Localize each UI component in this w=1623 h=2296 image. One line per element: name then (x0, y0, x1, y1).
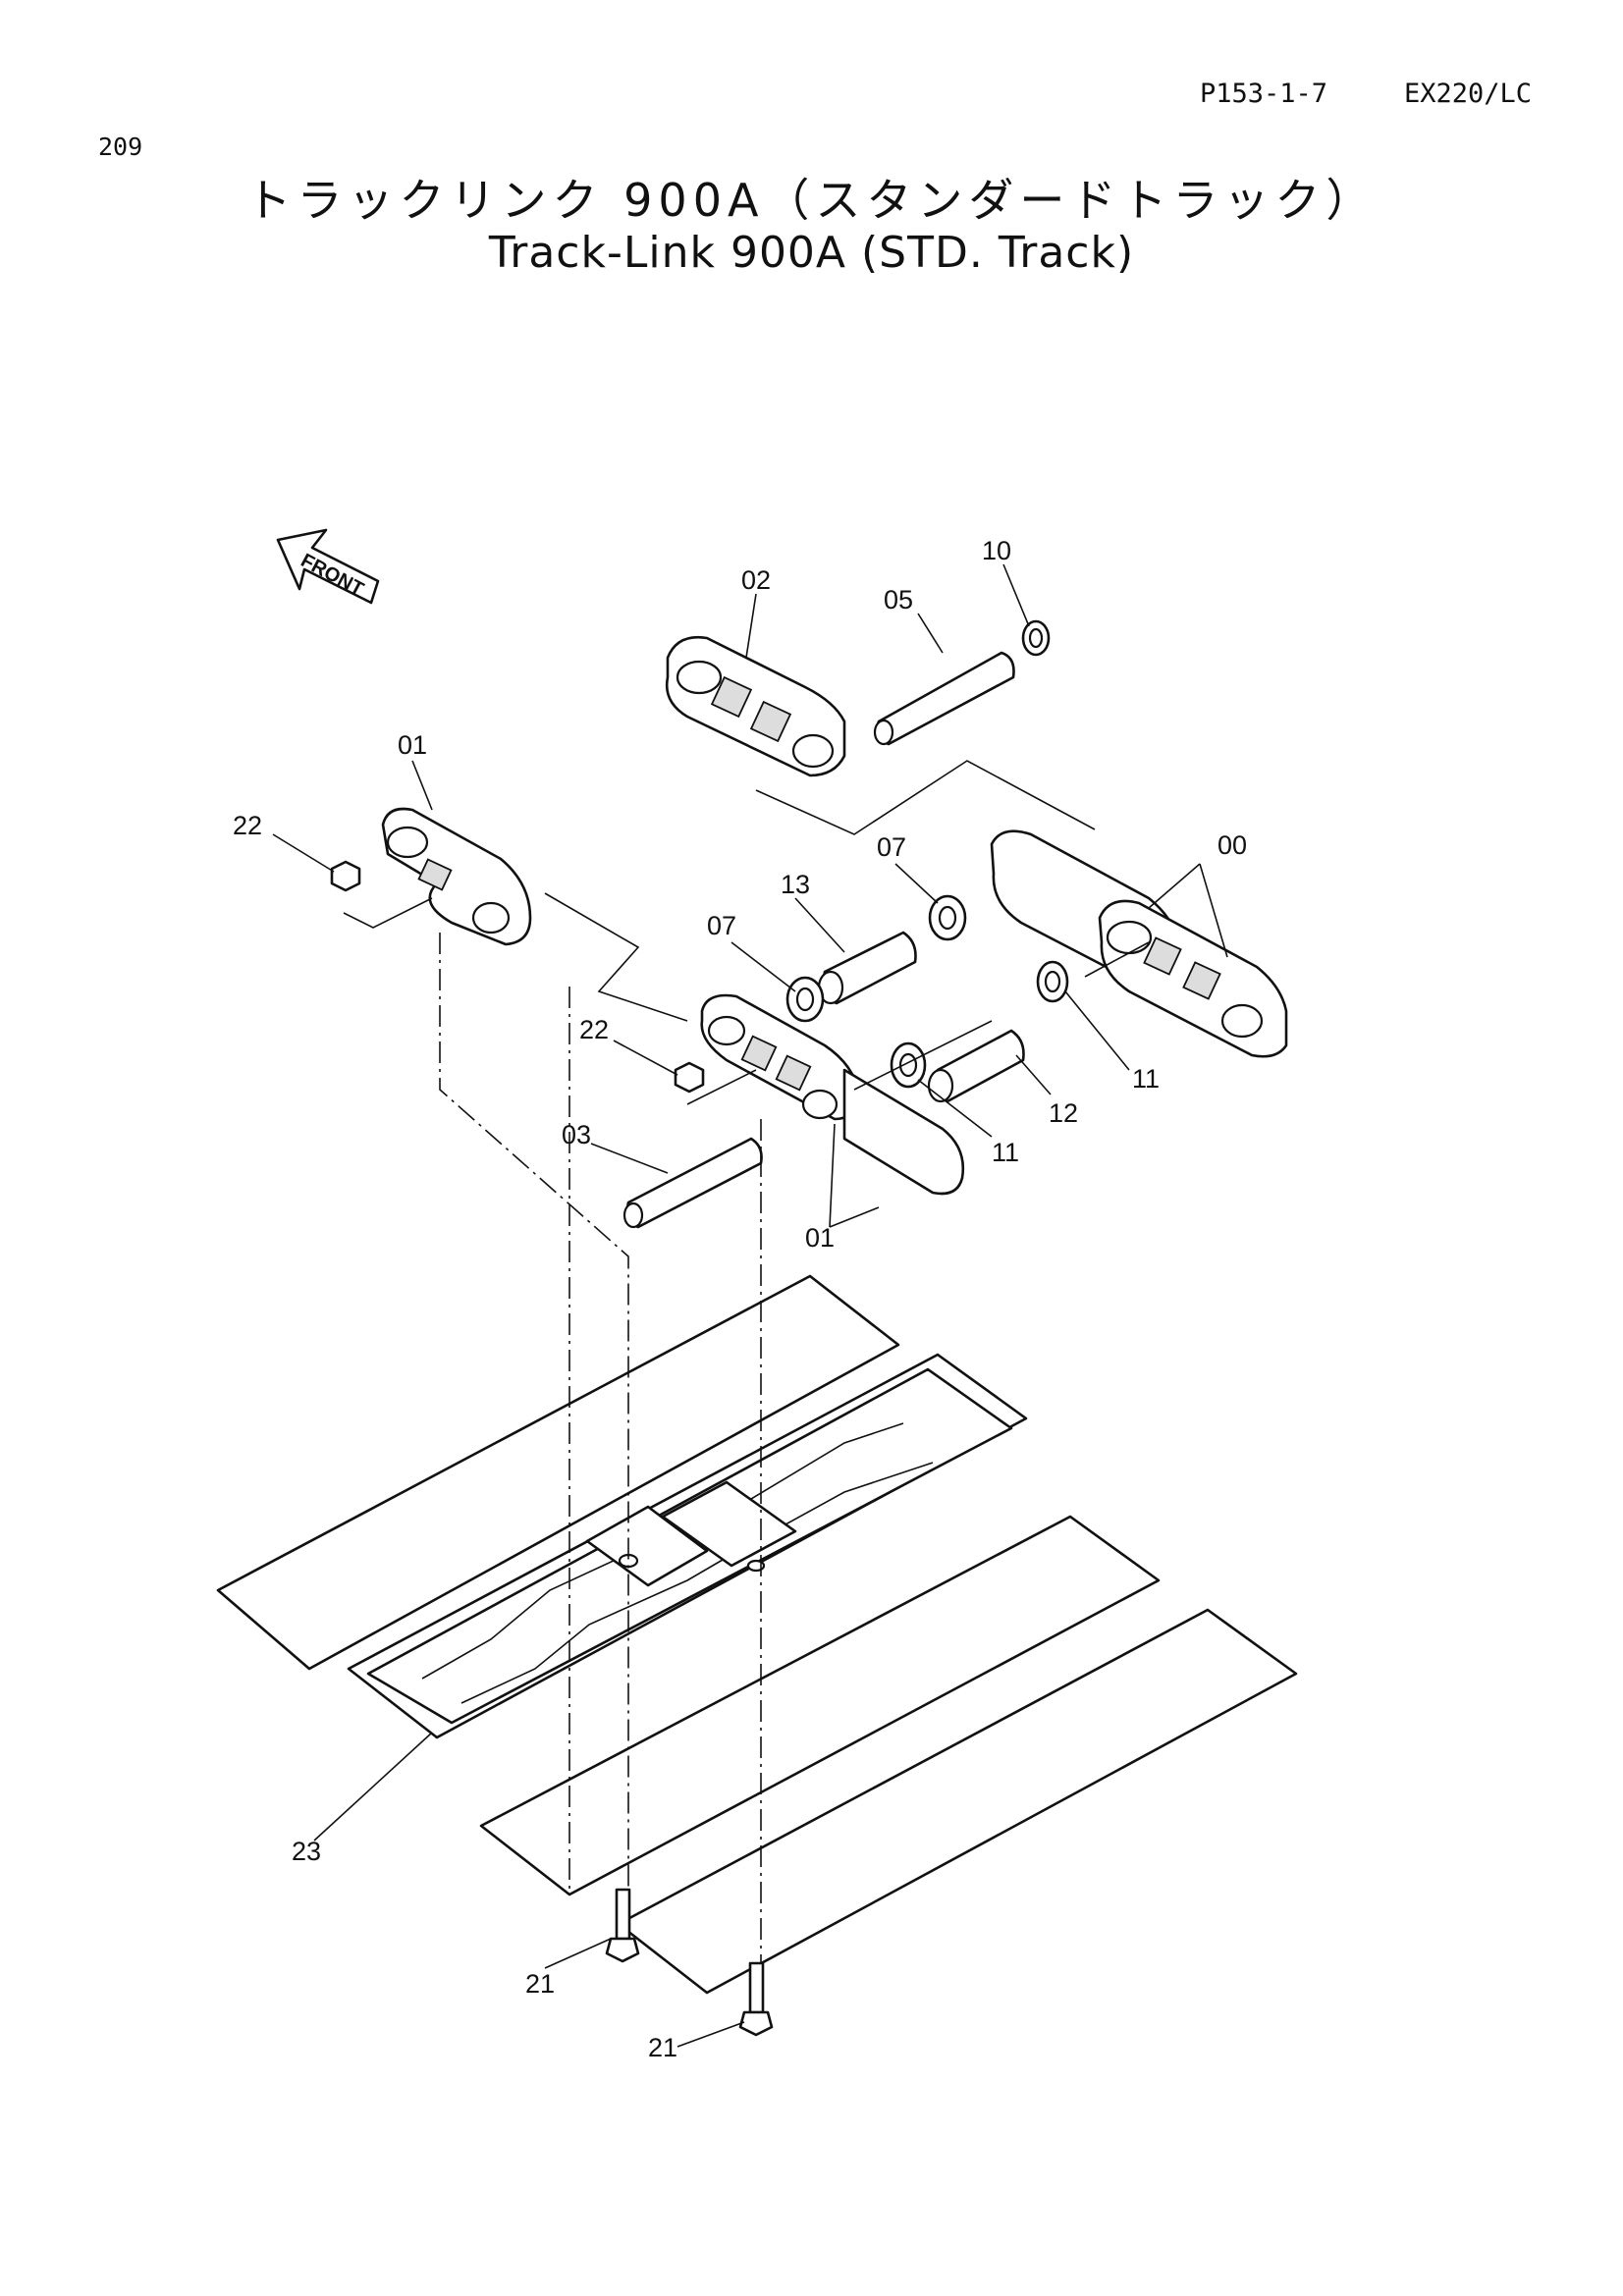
track-link-02 (665, 635, 846, 777)
callout-11-right: 11 (1132, 1064, 1160, 1094)
model-number: EX220/LC (1404, 79, 1533, 109)
track-shoes (216, 1274, 1298, 1995)
track-links-00 (990, 829, 1288, 1058)
seal-11-left (890, 1041, 927, 1089)
reference-code: P153-1-7 (1200, 79, 1328, 109)
seal-11-right (1036, 960, 1069, 1003)
snap-ring-10 (1021, 619, 1051, 657)
track-link-01-center (700, 993, 965, 1196)
bolt-21-left (605, 1888, 640, 1963)
seal-07-lower (785, 976, 825, 1023)
callout-03: 03 (562, 1120, 591, 1149)
callout-13: 13 (781, 870, 810, 899)
bushing-12 (927, 1029, 1025, 1103)
callout-11-left: 11 (992, 1138, 1019, 1167)
track-link-01-left (381, 807, 532, 946)
callout-05: 05 (884, 585, 913, 614)
callout-22-left: 22 (233, 811, 262, 840)
pin-03 (622, 1137, 763, 1229)
callout-22-center: 22 (579, 1015, 609, 1044)
callout-01-top: 01 (398, 730, 427, 760)
bolt-21-right (738, 1961, 774, 2037)
callout-00: 00 (1217, 830, 1247, 860)
callout-12: 12 (1049, 1098, 1078, 1128)
callout-10: 10 (982, 536, 1011, 565)
callout-23: 23 (292, 1837, 321, 1866)
callout-07-lower: 07 (707, 911, 736, 940)
bushing-13 (817, 931, 917, 1005)
nut-22-left (330, 860, 361, 892)
title-japanese: トラックリンク 900A（スタンダードトラック） (245, 174, 1378, 227)
callout-07-upper: 07 (877, 832, 906, 862)
page-number: 209 (98, 133, 143, 161)
front-arrow-icon: FRONT (276, 528, 380, 605)
title-english: Track-Link 900A (STD. Track) (488, 228, 1135, 278)
callout-02: 02 (741, 565, 771, 595)
callout-01-bottom: 01 (805, 1223, 835, 1253)
callout-21-right: 21 (648, 2033, 677, 2062)
seal-07-upper (928, 894, 967, 941)
callout-21-left: 21 (525, 1969, 555, 1999)
nut-22-center (674, 1061, 705, 1094)
pin-05 (873, 651, 1015, 746)
